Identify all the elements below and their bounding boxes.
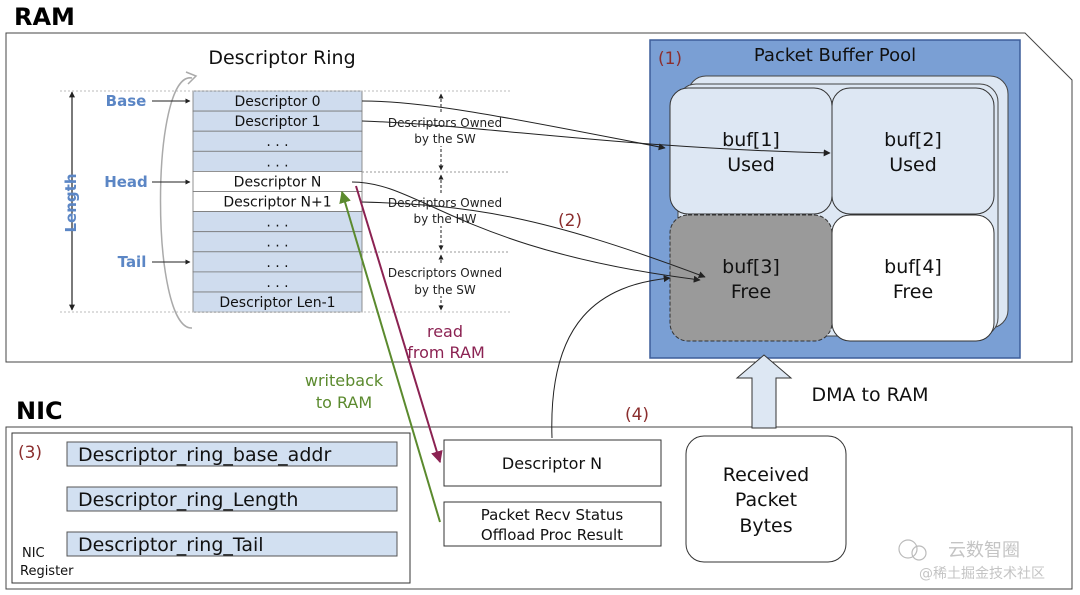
ownership-1-line2: by the SW bbox=[414, 132, 476, 146]
watermark: 云数智圈 @稀土掘金技术社区 bbox=[898, 539, 1045, 582]
ring-row-label: Descriptor N bbox=[234, 174, 322, 190]
ownership-3-line1: Descriptors Owned bbox=[388, 266, 502, 280]
ring-row-label: Descriptor 0 bbox=[234, 94, 320, 110]
dma-label: DMA to RAM bbox=[812, 384, 929, 406]
ring-row-label: Descriptor 1 bbox=[234, 114, 320, 130]
register-base-addr bbox=[66, 441, 398, 467]
read-label-line2: from RAM bbox=[407, 343, 485, 362]
ownership-2-line1: Descriptors Owned bbox=[388, 196, 502, 210]
watermark-line2: @稀土掘金技术社区 bbox=[919, 566, 1045, 582]
marker-1: (1) bbox=[658, 49, 682, 69]
read-from-ram-arrow bbox=[355, 185, 443, 464]
buffer-4-name: buf[4] bbox=[884, 256, 942, 278]
register-length-label: Descriptor_ring_Length bbox=[78, 489, 298, 511]
marker-3: (3) bbox=[18, 443, 42, 463]
ring-wrap-arrow bbox=[159, 77, 193, 329]
register-length bbox=[66, 486, 398, 512]
nic-title: NIC bbox=[16, 397, 63, 425]
dma-arrow bbox=[735, 354, 793, 429]
watermark-line1: 云数智圈 bbox=[948, 540, 1020, 561]
buffer-2-name: buf[2] bbox=[884, 129, 942, 151]
ownership-label-bg-2 bbox=[380, 194, 510, 226]
writeback-arrow bbox=[339, 190, 441, 523]
ring-row-label: . . . bbox=[266, 154, 288, 170]
base-pointer-label: Base bbox=[106, 92, 147, 110]
nic-status-line2: Offload Proc Result bbox=[481, 526, 623, 544]
nic-status-box bbox=[443, 501, 662, 547]
descN1-to-buf3-arrow bbox=[361, 201, 706, 279]
ownership-1-line1: Descriptors Owned bbox=[388, 116, 502, 130]
desc0-to-buf1-arrow bbox=[361, 100, 666, 151]
ram-title: RAM bbox=[14, 3, 75, 31]
buffer-2 bbox=[831, 87, 995, 215]
nic-register-label-line2: Register bbox=[20, 564, 74, 579]
received-line1: Received bbox=[723, 464, 809, 486]
ownership-2-line2: by the HW bbox=[414, 212, 477, 226]
ring-row-label: Descriptor N+1 bbox=[223, 195, 331, 211]
writeback-label-line1: writeback bbox=[305, 371, 384, 390]
register-tail-label: Descriptor_ring_Tail bbox=[78, 534, 264, 556]
nic-desc-to-buf3-arrow bbox=[551, 275, 671, 439]
buffer-1 bbox=[669, 87, 833, 215]
pool-title: Packet Buffer Pool bbox=[754, 45, 916, 66]
length-label: Length bbox=[62, 174, 80, 233]
nic-descriptor-box bbox=[443, 439, 662, 487]
tail-pointer-label: Tail bbox=[118, 253, 147, 271]
ring-wrap-arrowhead bbox=[185, 71, 198, 85]
ring-row-label: . . . bbox=[266, 255, 288, 271]
ring-row-label: . . . bbox=[266, 235, 288, 251]
register-tail bbox=[66, 531, 398, 557]
nic-descriptor-label: Descriptor N bbox=[502, 454, 602, 473]
buffer-2-state: Used bbox=[889, 154, 937, 176]
nic-status-line1: Packet Recv Status bbox=[481, 506, 624, 524]
received-line3: Bytes bbox=[739, 515, 792, 537]
ring-row-label: . . . bbox=[266, 275, 288, 291]
buffer-3 bbox=[669, 214, 833, 342]
received-line2: Packet bbox=[735, 489, 797, 511]
ring-row-label: Descriptor Len-1 bbox=[219, 295, 335, 311]
buffer-3-name: buf[3] bbox=[722, 256, 780, 278]
buffer-4 bbox=[831, 214, 995, 342]
register-base-addr-label: Descriptor_ring_base_addr bbox=[78, 444, 331, 466]
head-pointer-label: Head bbox=[104, 173, 148, 191]
marker-2: (2) bbox=[558, 211, 582, 231]
ownership-3-line2: by the SW bbox=[414, 283, 476, 297]
desc1-to-buf2-arrow bbox=[361, 120, 831, 157]
buffer-1-state: Used bbox=[727, 154, 775, 176]
buffer-4-state: Free bbox=[893, 281, 933, 303]
wechat-icon-bubble bbox=[911, 545, 927, 561]
buffer-3-state: Free bbox=[731, 281, 771, 303]
received-packet-box bbox=[685, 435, 847, 563]
ownership-label-bg-3 bbox=[380, 264, 510, 296]
wechat-icon bbox=[898, 539, 918, 559]
buffer-1-name: buf[1] bbox=[722, 129, 780, 151]
marker-4: (4) bbox=[625, 405, 649, 425]
ring-title: Descriptor Ring bbox=[208, 47, 355, 69]
read-label-line1: read bbox=[427, 322, 463, 341]
descriptor-ring: Descriptor 0 Descriptor 1 . . . . . . Descri… bbox=[192, 90, 363, 313]
nic-register-label-line1: NIC bbox=[22, 546, 45, 561]
ring-row-label: . . . bbox=[266, 215, 288, 231]
descN-to-buf3-arrow bbox=[351, 181, 701, 283]
writeback-label-line2: to RAM bbox=[316, 393, 372, 412]
ring-row-label: . . . bbox=[266, 134, 288, 150]
